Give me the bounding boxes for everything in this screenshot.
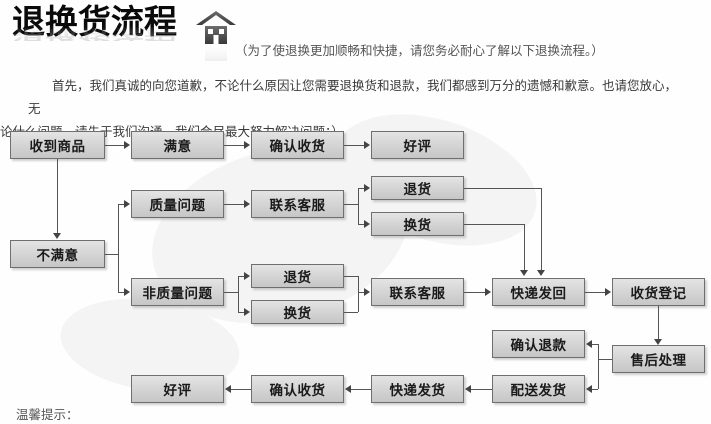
node-return-1[interactable]: 退货 [371,176,464,200]
edge-merge-spine [358,276,359,312]
arrow-expressback-receiptlog [605,288,611,296]
node-confirm-receipt[interactable]: 确认收货 [251,131,344,159]
edge-quality-contactcs1 [224,204,244,205]
node-dispatch[interactable]: 配送发货 [492,375,585,403]
arrow-satisfied-confirm [244,141,250,149]
node-quality-issue[interactable]: 质量问题 [131,190,224,218]
edge-to-nonquality [118,292,124,293]
node-return-2[interactable]: 退货 [251,264,344,288]
arrow-to-quality [124,200,130,208]
node-contact-cs-2[interactable]: 联系客服 [371,278,464,306]
edge-to-confirmrefund [592,344,598,345]
arrow-confirm-review [364,141,370,149]
edge-to-exchange2 [238,312,244,313]
edge-contactcs1-stub [344,204,358,205]
arrow-dispatch-expresssend [465,385,471,393]
node-express-back[interactable]: 快递发回 [492,278,585,306]
edge-to-return2 [238,276,244,277]
edge-aftersales-stub [598,359,612,360]
arrow-contactcs2-expressback [485,288,491,296]
edge-to-return1 [358,188,364,189]
edge-return1-drop-h [464,188,541,189]
arrow-to-return2 [244,272,250,280]
node-contact-cs-1[interactable]: 联系客服 [251,190,344,218]
footer-note: 温馨提示： [16,407,79,422]
node-exchange-2[interactable]: 换货 [251,300,344,324]
page-title: 退换货流程 [12,2,177,41]
edge-to-quality [118,204,124,205]
arrow-merge-contactcs2 [364,288,370,296]
node-confirm-refund[interactable]: 确认退款 [492,330,585,358]
node-not-satisfied[interactable]: 不满意 [10,240,105,268]
node-confirm-receipt-2[interactable]: 确认收货 [251,375,344,403]
edge-confirmreceipt2-goodreview2 [231,389,251,390]
edge-receiptlog-aftersales [658,306,659,339]
arrow-quality-contactcs1 [244,200,250,208]
arrow-receiptlog-aftersales [654,339,662,345]
header-subtitle: （为了使退换更加顺畅和快捷，请您务必耐心了解以下退换流程。） [235,43,604,58]
arrow-exchange1-expressback [520,270,528,276]
edge-to-exchange1 [358,224,364,225]
node-exchange-1[interactable]: 换货 [371,212,464,236]
arrow-to-confirmrefund [586,340,592,348]
page-title-block: 退换货流程 退换货流程 [12,4,177,64]
node-receipt-log[interactable]: 收货登记 [612,278,705,306]
edge-received-notsatisfied [57,159,58,233]
edge-exchange2-merge [344,312,358,313]
arrow-received-notsatisfied [53,233,61,239]
arrow-to-dispatch [586,385,592,393]
edge-dispatch-expresssend [471,389,492,390]
edge-merge-contactcs2 [358,292,364,293]
node-after-sales[interactable]: 售后处理 [612,345,705,373]
arrow-received-satisfied [124,141,130,149]
edge-notsatisfied-stub [105,254,118,255]
edge-expresssend-confirmreceipt2 [351,389,371,390]
edge-contactcs1-spine [358,188,359,224]
node-received[interactable]: 收到商品 [10,131,105,159]
node-nonquality-issue[interactable]: 非质量问题 [131,278,224,306]
node-satisfied[interactable]: 满意 [131,131,224,159]
edge-received-satisfied [105,145,125,146]
edge-to-dispatch [592,389,598,390]
node-good-review[interactable]: 好评 [371,131,464,159]
page-title-reflection: 退换货流程 [12,22,177,44]
node-express-send[interactable]: 快递发货 [371,375,464,403]
edge-return1-drop-v [541,188,542,270]
arrow-to-return1 [364,184,370,192]
edge-contactcs2-expressback [464,292,485,293]
edge-aftersales-spine [598,344,599,389]
arrow-confirmreceipt2-goodreview2 [225,385,231,393]
edge-expressback-receiptlog [585,292,605,293]
arrow-to-exchange2 [244,308,250,316]
edge-exchange1-drop-v [524,224,525,270]
edge-nonquality-spine [238,276,239,312]
node-good-review-2[interactable]: 好评 [131,375,224,403]
edge-notsatisfied-spine [118,204,119,292]
arrow-to-exchange1 [364,220,370,228]
edge-exchange1-drop-h [464,224,524,225]
house-icon [196,11,236,61]
edge-nonquality-stub [224,292,238,293]
arrow-to-nonquality [124,288,130,296]
arrow-expresssend-confirmreceipt2 [345,385,351,393]
intro-line-1: 首先，我们真诚的向您道歉，不论什么原因让您需要退换货和退款，我们都感到万分的遗憾… [28,78,678,116]
edge-confirm-review [344,145,364,146]
arrow-return1-expressback [537,270,545,276]
edge-satisfied-confirm [224,145,244,146]
edge-return2-merge [344,276,358,277]
intro-paragraph: 首先，我们真诚的向您道歉，不论什么原因让您需要退换货和退款，我们都感到万分的遗憾… [0,74,688,143]
